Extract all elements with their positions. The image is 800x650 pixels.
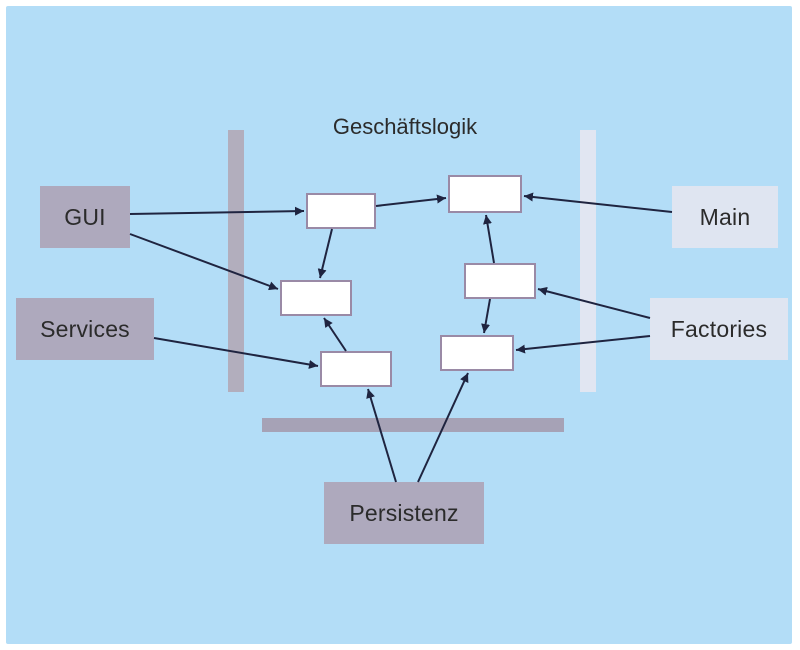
logic-node-5 [320, 351, 392, 387]
persistence-label: Persistenz [349, 499, 459, 526]
persistence-box: Persistenz [324, 482, 484, 544]
logic-node-4 [464, 263, 536, 299]
right-layer-divider [580, 130, 596, 392]
services-label: Services [40, 315, 130, 342]
arrow-node-4-to-node-2 [483, 214, 495, 264]
gui-label: GUI [64, 203, 106, 230]
arrow-persistence-to-node-6 [417, 372, 469, 483]
main-box: Main [672, 186, 778, 248]
arrow-factories-to-node-6 [515, 335, 651, 354]
bottom-layer-divider [262, 418, 564, 432]
arrow-factories-to-node-4 [537, 286, 651, 319]
arrow-node-1-to-node-3 [317, 228, 333, 279]
arrow-node-4-to-node-6 [481, 298, 491, 334]
logic-node-6 [440, 335, 514, 371]
main-label: Main [699, 203, 751, 230]
arrow-persistence-to-node-5 [366, 388, 397, 483]
factories-label: Factories [670, 315, 768, 342]
business-logic-title: Geschäftslogik [332, 114, 478, 139]
logic-node-1 [306, 193, 376, 229]
left-layer-divider [228, 130, 244, 392]
logic-node-3 [280, 280, 352, 316]
arrow-main-to-node-2 [523, 192, 673, 213]
services-box: Services [16, 298, 154, 360]
arrow-gui-to-node-1 [129, 206, 305, 216]
arrow-gui-to-node-3 [129, 233, 279, 291]
arrow-node-5-to-node-3 [323, 317, 347, 352]
gui-box: GUI [40, 186, 130, 248]
arrow-services-to-node-5 [153, 337, 319, 369]
logic-node-2 [448, 175, 522, 213]
factories-box: Factories [650, 298, 788, 360]
arrow-node-1-to-node-2 [375, 194, 447, 207]
